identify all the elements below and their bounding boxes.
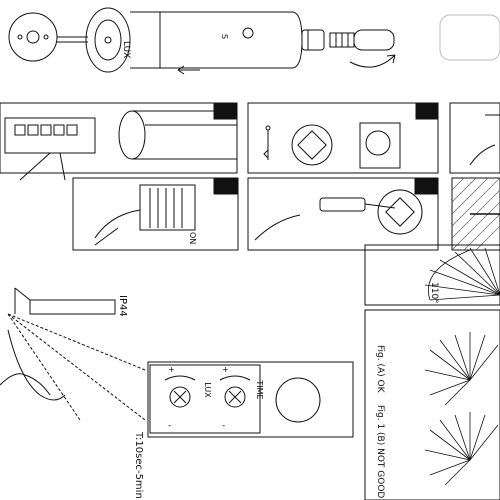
top-exploded-view <box>8 7 500 75</box>
step5-lamp-base <box>118 110 146 160</box>
step-3-panel <box>247 102 439 174</box>
settings-panel <box>147 361 354 438</box>
lux-plus: + <box>168 365 175 374</box>
fig-a-fan <box>424 332 499 406</box>
lamp-body <box>130 11 303 69</box>
step-4-badge <box>414 177 439 195</box>
step-3-badge <box>415 102 439 120</box>
arrow-left-icon <box>177 65 200 75</box>
wall-plate <box>8 12 58 62</box>
rotate-arrow-icon <box>349 54 396 68</box>
range-panel <box>364 244 500 306</box>
time-label: TIME <box>255 379 264 399</box>
lux-label: LUX <box>203 382 212 398</box>
fig-b-fan <box>424 412 499 486</box>
switch-on-label: ON <box>188 232 197 244</box>
fig-a-label: Fig. (A) OK <box>375 345 385 394</box>
dip-switch-block <box>139 184 196 231</box>
time-plus: + <box>222 365 229 374</box>
mounting-disc <box>85 7 131 73</box>
step4-plate <box>377 189 423 235</box>
sensor-s-top: S <box>220 34 229 39</box>
time-range-label: T:10sec-5min <box>133 431 144 499</box>
lux-knob <box>169 386 191 408</box>
lux-minus: - <box>168 421 171 431</box>
step-3-number: 3 <box>426 113 439 120</box>
step-4-number: 4 <box>425 188 438 195</box>
step-7-panel <box>72 177 239 251</box>
step-5-number: 5 <box>225 113 238 120</box>
step-5-panel <box>0 102 238 174</box>
step-7-number: 7 <box>225 188 238 195</box>
screwdriver <box>319 197 366 212</box>
step3-plate <box>291 124 333 166</box>
fig-panel <box>364 309 500 500</box>
glass-tube <box>439 14 500 61</box>
lamp-socket <box>301 29 325 51</box>
sensor-label-top: LUX <box>121 41 131 58</box>
range-fan <box>424 247 500 301</box>
angle-label: 110° <box>429 282 439 304</box>
detection-cone <box>7 313 146 421</box>
ip44-label: IP44 <box>117 295 128 317</box>
time-knob <box>224 386 246 408</box>
step-4-panel <box>247 177 439 251</box>
step-7-badge <box>213 177 239 195</box>
sensor-lens <box>275 377 321 423</box>
step-2-panel <box>449 102 500 174</box>
fig-b-label: Fig. 1 (B) NOT GOOD <box>375 405 385 498</box>
time-minus: - <box>222 421 225 431</box>
mounted-lamp <box>29 299 116 315</box>
